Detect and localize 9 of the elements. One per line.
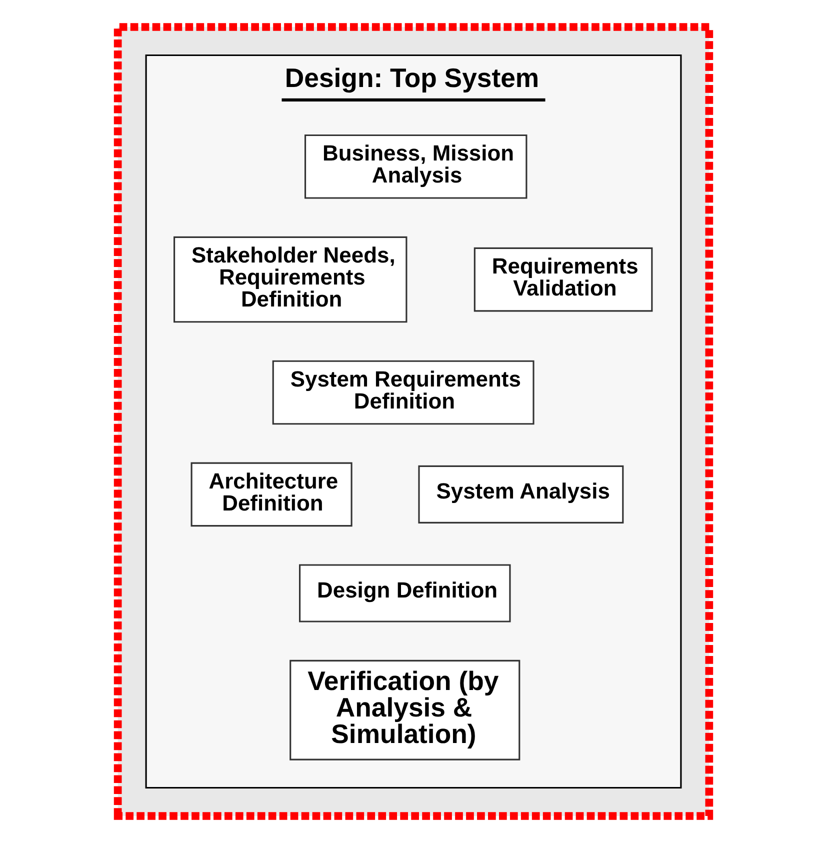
cluster [114,23,714,820]
node-box: Verification (by Analysis & Simulation) [290,660,520,760]
node-box: System Analysis [418,465,624,524]
node-box: Design Definition [299,564,511,622]
node-box: Stakeholder Needs, Requirements Definition [174,236,408,323]
node-box: Architecture Definition [190,462,352,527]
node-box: Business, Mission Analysis [304,134,528,199]
node-box: System Requirements Definition [272,360,534,425]
node-box: Requirements Validation [474,247,653,312]
